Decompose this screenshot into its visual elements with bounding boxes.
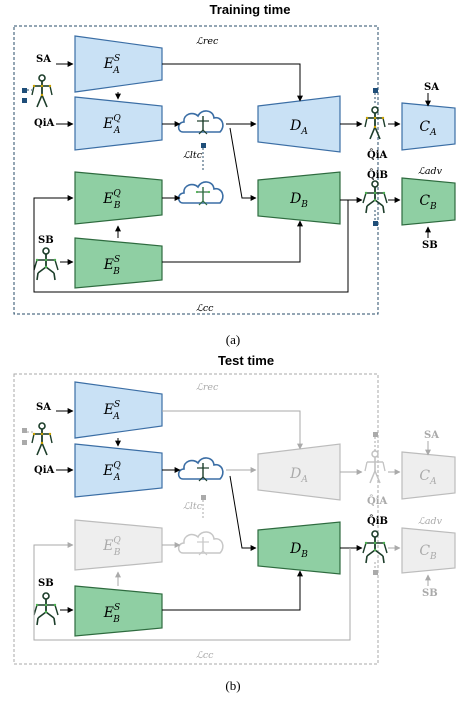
output-q-b-hat: Q̂iB bbox=[367, 515, 388, 527]
svg-text:ESA: ESA bbox=[103, 54, 120, 76]
skeleton-b-input bbox=[33, 592, 59, 626]
latent-cloud-a bbox=[177, 457, 224, 482]
svg-text:EQA: EQA bbox=[102, 114, 121, 136]
panel-a-frame bbox=[13, 25, 379, 315]
svg-text:EQB: EQB bbox=[102, 189, 121, 211]
svg-text:CA: CA bbox=[419, 468, 437, 487]
critic-c-a: CA bbox=[401, 451, 456, 500]
output-q-b-hat: Q̂iB bbox=[367, 169, 388, 181]
loss-rec-label: ℒrec bbox=[196, 36, 219, 47]
connectors-a bbox=[33, 61, 431, 293]
critic-s-b-label: SB bbox=[422, 588, 438, 599]
decoder-d-b: DB bbox=[257, 171, 341, 225]
svg-text:DA: DA bbox=[289, 118, 308, 137]
skeleton-a-input bbox=[31, 74, 53, 108]
loss-node bbox=[373, 88, 378, 93]
svg-text:EQA: EQA bbox=[102, 461, 121, 483]
latent-cloud-a bbox=[177, 110, 224, 135]
panel-b: Test time ℒrec ℒltc ℒcc ℒadv SA QiA SB E… bbox=[13, 353, 456, 693]
critic-c-b: CB bbox=[401, 527, 456, 574]
input-s-a: SA bbox=[36, 402, 51, 413]
skeleton-a-input bbox=[31, 422, 53, 456]
panel-b-title: Test time bbox=[218, 353, 274, 368]
input-s-a: SA bbox=[36, 54, 51, 65]
connectors-b-inactive bbox=[27, 410, 431, 641]
loss-node bbox=[201, 143, 206, 148]
loss-cc-label: ℒcc bbox=[196, 650, 214, 661]
loss-node bbox=[373, 221, 378, 226]
svg-text:DB: DB bbox=[289, 191, 308, 210]
svg-text:DB: DB bbox=[289, 541, 308, 560]
panel-a-caption: (a) bbox=[226, 332, 240, 347]
svg-text:EQB: EQB bbox=[102, 536, 121, 558]
input-q-a: QiA bbox=[34, 118, 55, 129]
critic-s-a-label: SA bbox=[424, 82, 439, 93]
loss-node bbox=[201, 495, 206, 500]
loss-node bbox=[22, 98, 27, 103]
loss-rec-label: ℒrec bbox=[196, 382, 219, 393]
panel-a: Training time ℒrec ℒltc ℒcc ℒadv SA QiA … bbox=[13, 2, 456, 347]
svg-text:CB: CB bbox=[419, 193, 437, 212]
connectors-b-active bbox=[56, 408, 363, 613]
latent-cloud-b bbox=[177, 181, 224, 206]
critic-s-b-label: SB bbox=[422, 240, 438, 251]
loss-node bbox=[22, 88, 27, 93]
loss-node bbox=[22, 440, 27, 445]
panel-b-frame bbox=[13, 373, 379, 665]
critic-s-a-label: SA bbox=[424, 430, 439, 441]
input-q-a: QiA bbox=[34, 465, 55, 476]
svg-text:CB: CB bbox=[419, 543, 437, 562]
loss-node bbox=[373, 570, 378, 575]
loss-node bbox=[22, 428, 27, 433]
svg-text:ESB: ESB bbox=[103, 255, 120, 277]
skeleton-b-output bbox=[362, 180, 388, 214]
loss-cc-label: ℒcc bbox=[196, 303, 214, 314]
loss-adv-label: ℒadv bbox=[418, 166, 443, 177]
output-q-a-hat: Q̂iA bbox=[367, 149, 388, 161]
skeleton-a-output bbox=[364, 106, 386, 140]
svg-text:CA: CA bbox=[419, 119, 437, 138]
svg-text:ESA: ESA bbox=[103, 400, 120, 422]
loss-ltc-label: ℒltc bbox=[183, 150, 203, 161]
decoder-d-a: DA bbox=[257, 443, 341, 501]
skeleton-b-output bbox=[362, 530, 388, 564]
loss-ltc-label: ℒltc bbox=[183, 501, 203, 512]
loss-node bbox=[373, 432, 378, 437]
input-s-b: SB bbox=[38, 578, 54, 589]
skeleton-a-output bbox=[364, 450, 386, 484]
input-s-b: SB bbox=[38, 235, 54, 246]
skeleton-b-input bbox=[33, 247, 59, 281]
panel-a-title: Training time bbox=[210, 2, 291, 17]
critic-c-a: CA bbox=[401, 102, 456, 151]
output-q-a-hat: Q̂iA bbox=[367, 495, 388, 507]
svg-text:DA: DA bbox=[289, 466, 308, 485]
decoder-d-a: DA bbox=[257, 95, 341, 153]
latent-cloud-b bbox=[177, 531, 224, 556]
loss-adv-label: ℒadv bbox=[418, 516, 443, 527]
decoder-d-b: DB bbox=[257, 521, 341, 575]
critic-c-b: CB bbox=[401, 177, 456, 226]
panel-b-caption: (b) bbox=[225, 678, 240, 693]
svg-text:ESB: ESB bbox=[103, 603, 120, 625]
